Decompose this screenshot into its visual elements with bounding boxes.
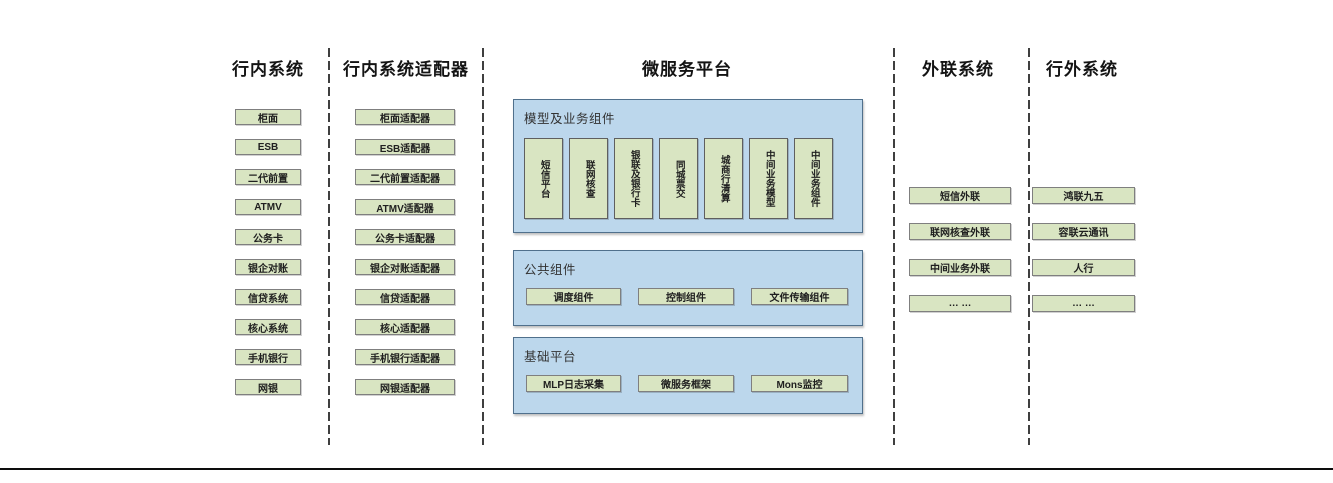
system-box-ellipsis: … … <box>909 295 1011 312</box>
system-box: 人行 <box>1032 259 1135 276</box>
adapter-box: 核心适配器 <box>355 319 455 335</box>
adapter-box: 柜面适配器 <box>355 109 455 125</box>
panel-model-business-components: 模型及业务组件 短信平台 联网核查 银联及银行卡 同城票交 城商行清算 中间业务… <box>513 99 863 233</box>
lane-title-external-systems: 行外系统 <box>1046 60 1118 79</box>
lane-in-bank-systems: 柜面 ESB 二代前置 ATMV 公务卡 银企对账 信贷系统 核心系统 手机银行… <box>235 109 301 395</box>
system-box: 二代前置 <box>235 169 301 185</box>
panel-label: 公共组件 <box>524 263 577 277</box>
component-box: 微服务框架 <box>638 375 734 392</box>
panel-base-platform: 基础平台 MLP日志采集 微服务框架 Mons监控 <box>513 337 863 414</box>
lane-external-systems: 鸿联九五 容联云通讯 人行 … … <box>1032 187 1135 312</box>
component-box-row: 调度组件 控制组件 文件传输组件 <box>526 288 848 305</box>
lane-in-bank-adapters: 柜面适配器 ESB适配器 二代前置适配器 ATMV适配器 公务卡适配器 银企对账… <box>355 109 455 395</box>
panel-label: 基础平台 <box>524 350 577 364</box>
system-box: 联网核查外联 <box>909 223 1011 240</box>
adapter-box: 二代前置适配器 <box>355 169 455 185</box>
system-box: 核心系统 <box>235 319 301 335</box>
lane-title-outreach-systems: 外联系统 <box>922 60 994 79</box>
lane-title-microservice-platform: 微服务平台 <box>642 60 732 79</box>
system-box: 柜面 <box>235 109 301 125</box>
component-box: 联网核查 <box>569 138 608 219</box>
component-box: 调度组件 <box>526 288 621 305</box>
component-box: 中间业务模型 <box>749 138 788 219</box>
system-box: 容联云通讯 <box>1032 223 1135 240</box>
panel-common-components: 公共组件 调度组件 控制组件 文件传输组件 <box>513 250 863 326</box>
system-box: 中间业务外联 <box>909 259 1011 276</box>
component-box: 同城票交 <box>659 138 698 219</box>
component-box: 文件传输组件 <box>751 288 848 305</box>
system-box: ESB <box>235 139 301 155</box>
component-box: Mons监控 <box>751 375 848 392</box>
system-box: ATMV <box>235 199 301 215</box>
system-box-ellipsis: … … <box>1032 295 1135 312</box>
system-box: 鸿联九五 <box>1032 187 1135 204</box>
adapter-box: ESB适配器 <box>355 139 455 155</box>
adapter-box: 网银适配器 <box>355 379 455 395</box>
lane-divider-dashed <box>893 48 895 445</box>
component-box: 城商行清算 <box>704 138 743 219</box>
component-box: 控制组件 <box>638 288 734 305</box>
system-box: 信贷系统 <box>235 289 301 305</box>
adapter-box: 银企对账适配器 <box>355 259 455 275</box>
system-box: 网银 <box>235 379 301 395</box>
vertical-box-row: 短信平台 联网核查 银联及银行卡 同城票交 城商行清算 中间业务模型 中间业务组… <box>524 138 833 219</box>
page-bottom-rule <box>0 468 1333 470</box>
adapter-box: 信贷适配器 <box>355 289 455 305</box>
system-box: 手机银行 <box>235 349 301 365</box>
lane-title-in-bank-adapters: 行内系统适配器 <box>343 60 469 79</box>
component-box: 短信平台 <box>524 138 563 219</box>
system-box: 公务卡 <box>235 229 301 245</box>
system-box: 短信外联 <box>909 187 1011 204</box>
component-box: 银联及银行卡 <box>614 138 653 219</box>
panel-label: 模型及业务组件 <box>524 112 616 126</box>
lane-divider-dashed <box>482 48 484 445</box>
system-box: 银企对账 <box>235 259 301 275</box>
adapter-box: ATMV适配器 <box>355 199 455 215</box>
component-box: 中间业务组件 <box>794 138 833 219</box>
adapter-box: 手机银行适配器 <box>355 349 455 365</box>
component-box: MLP日志采集 <box>526 375 621 392</box>
lane-divider-dashed <box>328 48 330 445</box>
lane-outreach-systems: 短信外联 联网核查外联 中间业务外联 … … <box>909 187 1011 312</box>
lane-title-in-bank-systems: 行内系统 <box>232 60 304 79</box>
component-box-row: MLP日志采集 微服务框架 Mons监控 <box>526 375 848 392</box>
lane-divider-dashed <box>1028 48 1030 445</box>
adapter-box: 公务卡适配器 <box>355 229 455 245</box>
